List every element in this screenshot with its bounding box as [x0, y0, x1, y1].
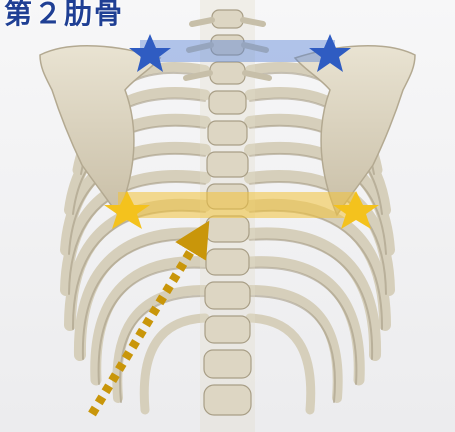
page-title: 第２肋骨	[4, 0, 124, 34]
blue-highlight-band	[140, 40, 335, 62]
yellow-highlight-band	[118, 192, 356, 218]
